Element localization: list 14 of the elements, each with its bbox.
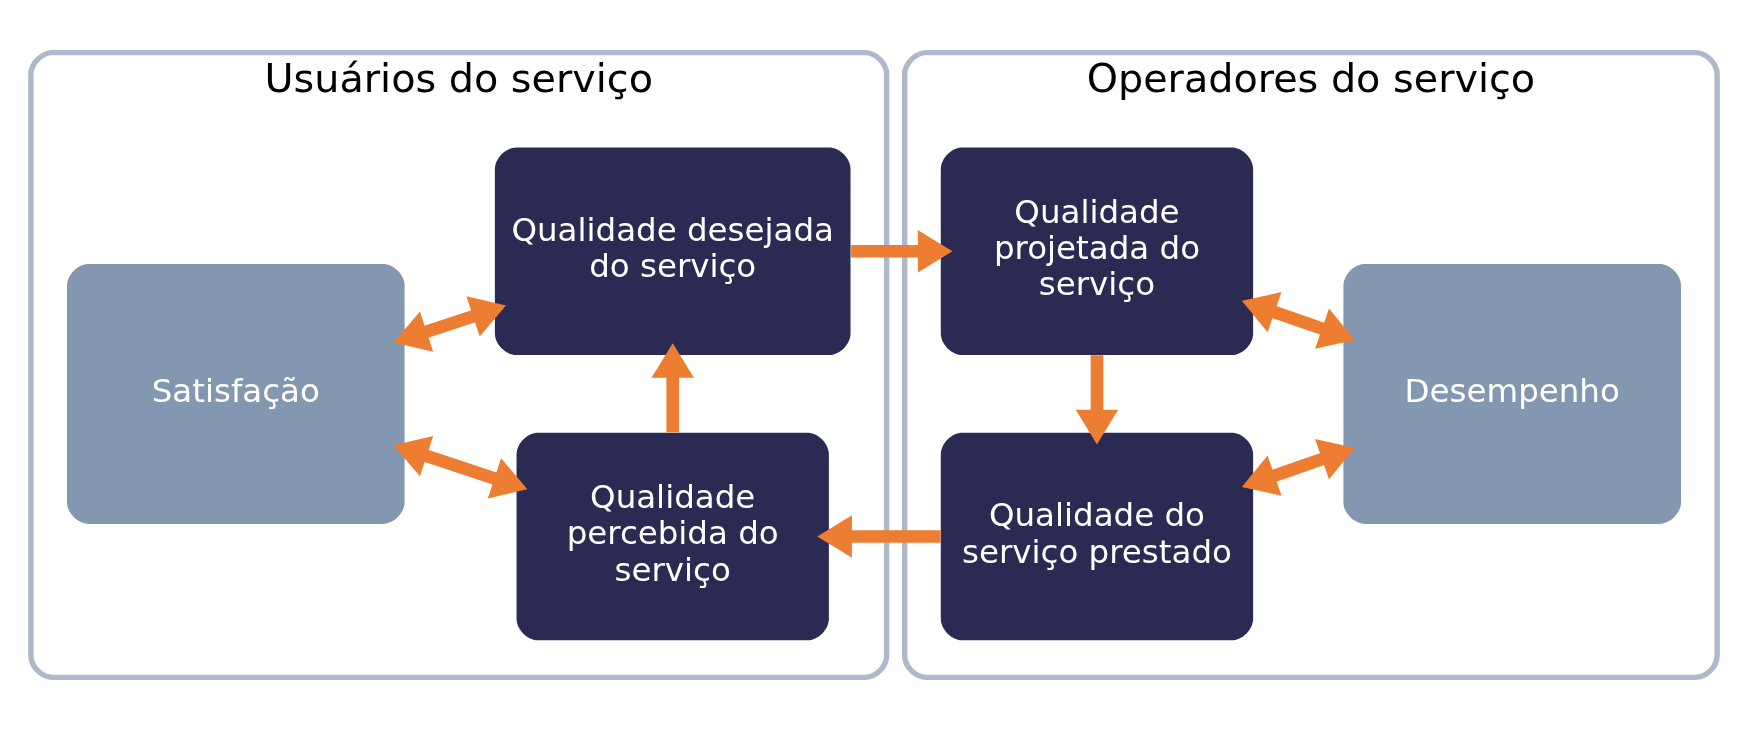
arrow: [393, 295, 506, 352]
node-box: Qualidade desejada do serviço: [494, 146, 851, 355]
node-box: Qualidade do serviço prestado: [940, 432, 1254, 640]
node-box: Desempenho: [1343, 263, 1681, 524]
arrow: [1241, 438, 1355, 496]
arrow: [1241, 291, 1355, 349]
arrow: [651, 342, 694, 432]
arrow: [851, 229, 953, 272]
node-box: Qualidade percebida do serviço: [516, 432, 829, 640]
arrow: [1075, 354, 1119, 444]
node-box: Satisfação: [67, 263, 405, 524]
arrow: [817, 514, 941, 558]
node-box: Qualidade projetada do serviço: [940, 146, 1254, 355]
arrow: [393, 435, 528, 499]
